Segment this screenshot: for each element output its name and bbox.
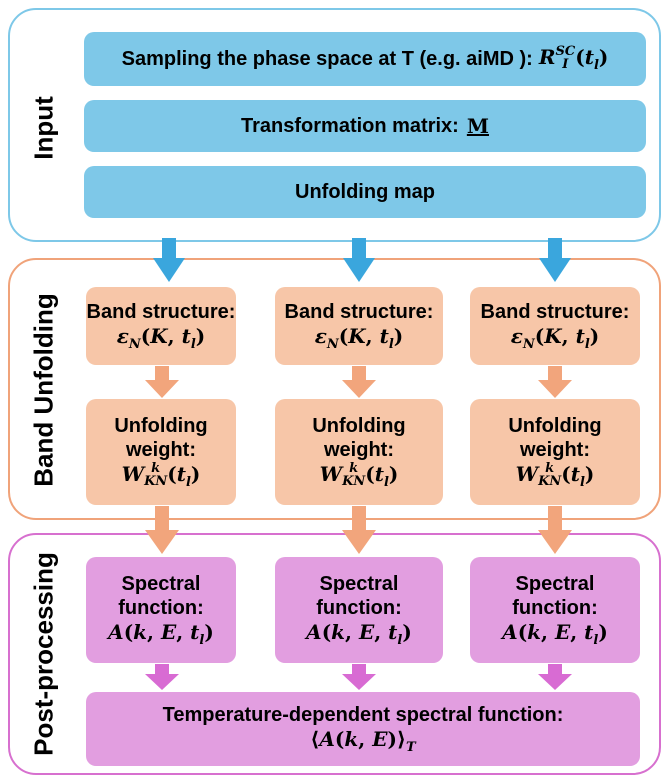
sampling-box: Sampling the phase space at T (e.g. aiMD… bbox=[84, 32, 646, 86]
weight-line1: Unfolding bbox=[114, 414, 208, 437]
temperature-spectral-box: Temperature-dependent spectral function:… bbox=[86, 692, 640, 766]
spectral-line1: Spectral bbox=[515, 572, 595, 595]
spectral-math: A(k, E, tl) bbox=[108, 619, 214, 648]
transformation-box: Transformation matrix: M bbox=[84, 100, 646, 152]
band-structure-box-1: Band structure: εN(K, tl) bbox=[86, 287, 236, 365]
band-structure-math: εN(K, tl) bbox=[314, 323, 404, 352]
weight-line2: weight: bbox=[324, 438, 394, 461]
band-structure-math: εN(K, tl) bbox=[510, 323, 600, 352]
spectral-line2: function: bbox=[512, 596, 598, 619]
pink-arrow-3 bbox=[538, 664, 572, 690]
pink-arrow-2 bbox=[342, 664, 376, 690]
weight-line1: Unfolding bbox=[508, 414, 602, 437]
orange-arrow-4 bbox=[145, 506, 179, 554]
orange-arrow-6 bbox=[538, 506, 572, 554]
band-structure-label: Band structure: bbox=[284, 300, 434, 323]
weight-line2: weight: bbox=[126, 438, 196, 461]
spectral-function-box-1: Spectral function: A(k, E, tl) bbox=[86, 557, 236, 663]
band-structure-label: Band structure: bbox=[86, 300, 236, 323]
spectral-function-box-3: Spectral function: A(k, E, tl) bbox=[470, 557, 640, 663]
blue-arrow-1 bbox=[153, 238, 185, 282]
spectral-line1: Spectral bbox=[319, 572, 399, 595]
unfolding-map-box: Unfolding map bbox=[84, 166, 646, 218]
band-structure-label: Band structure: bbox=[480, 300, 630, 323]
band-structure-box-3: Band structure: εN(K, tl) bbox=[470, 287, 640, 365]
temperature-math: ⟨A(k, E)⟩T bbox=[310, 726, 416, 755]
spectral-math: A(k, E, tl) bbox=[502, 619, 608, 648]
spectral-function-box-2: Spectral function: A(k, E, tl) bbox=[275, 557, 443, 663]
transformation-text: Transformation matrix: bbox=[241, 115, 459, 137]
pink-arrow-1 bbox=[145, 664, 179, 690]
temperature-text: Temperature-dependent spectral function: bbox=[162, 703, 564, 726]
orange-arrow-5 bbox=[342, 506, 376, 554]
orange-arrow-1 bbox=[145, 366, 179, 398]
weight-line1: Unfolding bbox=[312, 414, 406, 437]
spectral-line2: function: bbox=[118, 596, 204, 619]
spectral-math: A(k, E, tl) bbox=[306, 619, 412, 648]
transformation-math: M bbox=[466, 114, 489, 138]
band-structure-box-2: Band structure: εN(K, tl) bbox=[275, 287, 443, 365]
spectral-line1: Spectral bbox=[121, 572, 201, 595]
weight-line2: weight: bbox=[520, 438, 590, 461]
spectral-line2: function: bbox=[316, 596, 402, 619]
band-structure-math: εN(K, tl) bbox=[116, 323, 206, 352]
blue-arrow-2 bbox=[343, 238, 375, 282]
unfolding-map-text: Unfolding map bbox=[295, 181, 435, 203]
sampling-text: Sampling the phase space at T (e.g. aiMD… bbox=[121, 48, 533, 70]
orange-arrow-3 bbox=[538, 366, 572, 398]
orange-arrow-2 bbox=[342, 366, 376, 398]
blue-arrow-3 bbox=[539, 238, 571, 282]
